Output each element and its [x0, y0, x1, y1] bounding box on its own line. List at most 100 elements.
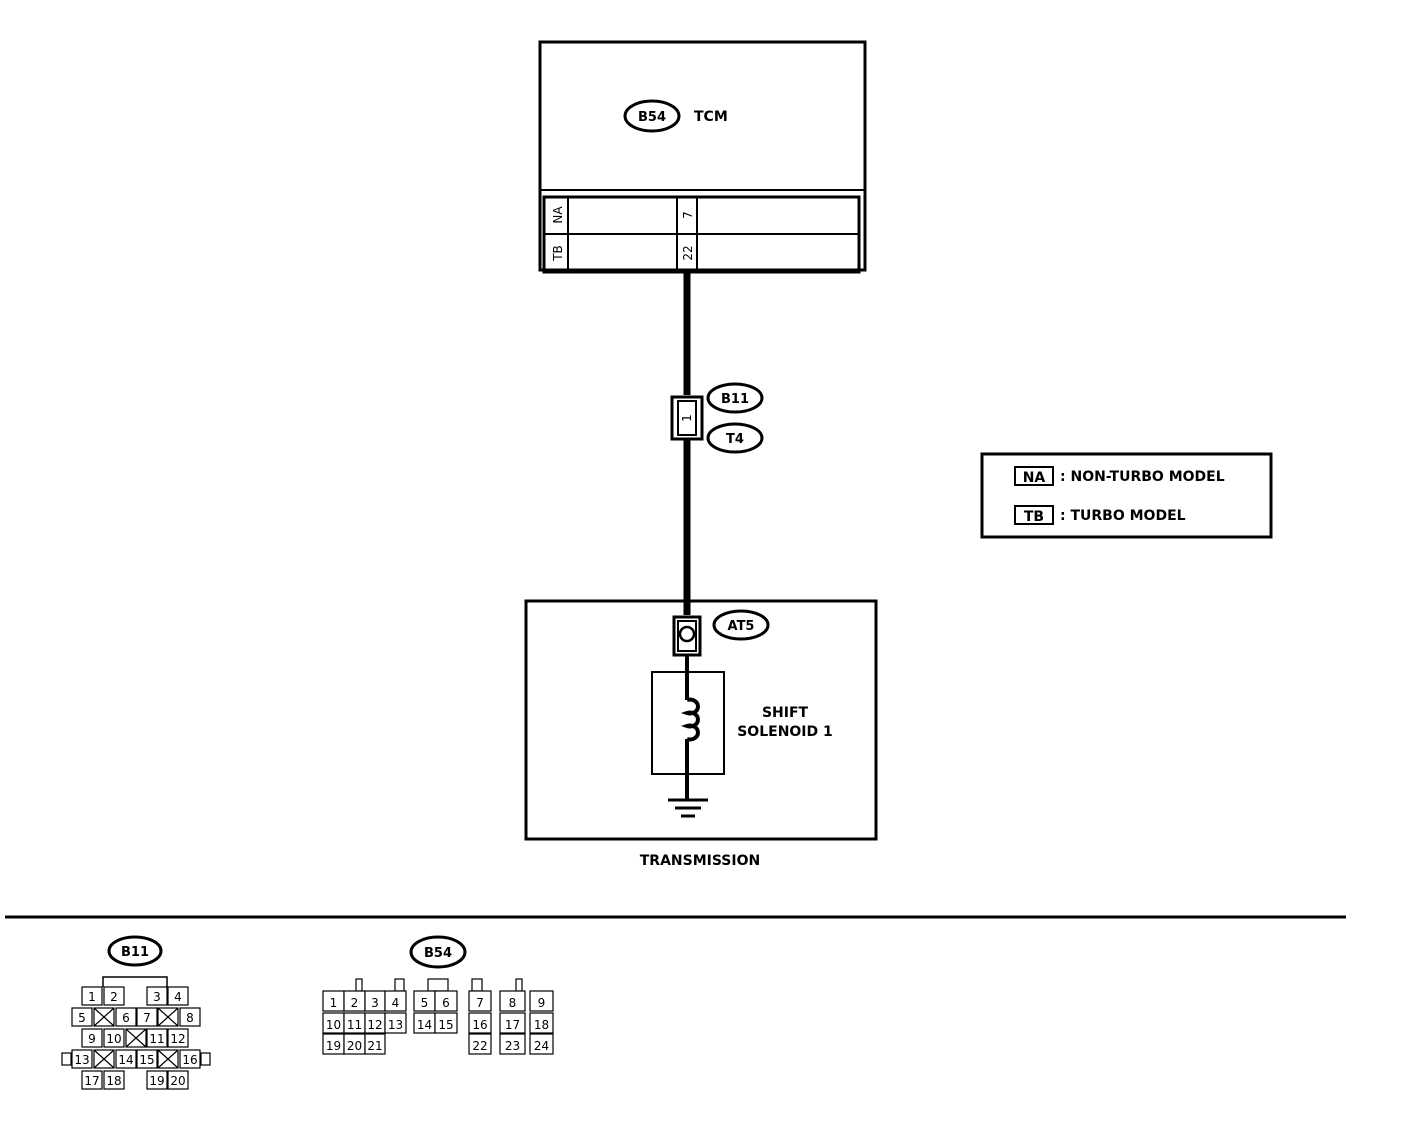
b11-pin: 18 — [103, 1070, 125, 1090]
svg-text:13: 13 — [74, 1053, 89, 1067]
b54-pin: 22 — [468, 1033, 492, 1055]
svg-text:18: 18 — [534, 1018, 549, 1032]
row-tb-model: TB — [551, 245, 565, 262]
svg-text:11: 11 — [347, 1018, 362, 1032]
svg-text:8: 8 — [509, 996, 517, 1010]
b11-pin: 20 — [167, 1070, 189, 1090]
svg-text:15: 15 — [438, 1018, 453, 1032]
b54-pin: 4 — [384, 990, 407, 1012]
b54-pin: 1 — [322, 990, 345, 1012]
b54-pin: 20 — [343, 1033, 366, 1055]
b54-pin: 15 — [434, 1012, 458, 1034]
legend-tb-text: : TURBO MODEL — [1060, 508, 1186, 524]
b11-pin: 4 — [167, 986, 189, 1006]
svg-text:6: 6 — [122, 1011, 130, 1025]
b54-pin: 10 — [322, 1012, 345, 1034]
b11-pin: 3 — [146, 986, 168, 1006]
svg-text:5: 5 — [78, 1011, 86, 1025]
svg-text:16: 16 — [182, 1053, 197, 1067]
b54-pin: 24 — [529, 1033, 554, 1055]
svg-text:24: 24 — [534, 1039, 549, 1053]
tcm-name: TCM — [694, 109, 728, 125]
b11-wire-label: B11 — [721, 392, 749, 407]
b54-pin: 3 — [364, 990, 386, 1012]
svg-text:18: 18 — [106, 1074, 121, 1088]
tcm-connector-label: B54 — [638, 110, 666, 125]
legend: NA : NON-TURBO MODEL TB : TURBO MODEL — [980, 452, 1273, 539]
row-na-pin: 7 — [681, 211, 695, 219]
svg-text:19: 19 — [326, 1039, 341, 1053]
svg-text:23: 23 — [505, 1039, 520, 1053]
svg-text:1: 1 — [330, 996, 338, 1010]
svg-text:9: 9 — [88, 1032, 96, 1046]
b54-pin: 12 — [364, 1012, 386, 1034]
legend-na-text: : NON-TURBO MODEL — [1060, 469, 1225, 485]
b54-oval — [623, 99, 681, 133]
svg-text:16: 16 — [472, 1018, 487, 1032]
transmission-box: AT5 SHIFT SOLENOID 1 — [524, 599, 878, 841]
svg-text:17: 17 — [505, 1018, 520, 1032]
b54-pin: 6 — [434, 990, 458, 1012]
svg-text:2: 2 — [110, 990, 118, 1004]
row-na-model: NA — [551, 206, 565, 224]
svg-text:20: 20 — [347, 1039, 362, 1053]
svg-text:21: 21 — [367, 1039, 382, 1053]
transmission-label: TRANSMISSION — [640, 853, 760, 869]
b11-pin: 19 — [146, 1070, 168, 1090]
svg-text:13: 13 — [388, 1018, 403, 1032]
svg-text:20: 20 — [170, 1074, 185, 1088]
legend-na-code: NA — [1023, 470, 1046, 486]
solenoid-coil-icon — [680, 697, 700, 742]
b54-pin: 14 — [413, 1012, 436, 1034]
blank-cavity — [157, 1049, 179, 1069]
b11-pin: 1 — [81, 986, 103, 1006]
tcm-module: B54 TCM NA 7 TB 22 — [538, 40, 867, 274]
svg-text:2: 2 — [351, 996, 359, 1010]
b54-pin: 8 — [499, 990, 526, 1012]
b54-pin: 11 — [343, 1012, 366, 1034]
b11-view-label: B11 — [121, 945, 149, 960]
solenoid-label-1: SHIFT — [762, 705, 809, 721]
svg-text:15: 15 — [139, 1053, 154, 1067]
b54-pin: 13 — [384, 1012, 407, 1034]
svg-text:4: 4 — [392, 996, 400, 1010]
blank-cavity — [157, 1007, 179, 1027]
svg-text:10: 10 — [326, 1018, 341, 1032]
b11-pin: 7 — [136, 1007, 158, 1027]
svg-text:4: 4 — [174, 990, 182, 1004]
b54-pin: 18 — [529, 1012, 554, 1034]
svg-text:6: 6 — [442, 996, 450, 1010]
svg-text:17: 17 — [84, 1074, 99, 1088]
b54-pin: 9 — [529, 990, 554, 1012]
inline-pin: 1 — [680, 414, 694, 422]
b54-pin: 5 — [413, 990, 436, 1012]
b54-pin: 2 — [343, 990, 366, 1012]
svg-text:1: 1 — [88, 990, 96, 1004]
b54-pin: 23 — [499, 1033, 526, 1055]
blank-cavity — [125, 1028, 147, 1048]
svg-text:19: 19 — [149, 1074, 164, 1088]
at5-label: AT5 — [728, 619, 755, 634]
row-tb-pin: 22 — [681, 245, 695, 260]
svg-text:10: 10 — [106, 1032, 121, 1046]
svg-text:11: 11 — [149, 1032, 164, 1046]
legend-tb-code: TB — [1024, 509, 1044, 525]
ground-icon — [668, 798, 708, 818]
b11-pin: 10 — [103, 1028, 125, 1048]
b11-pin: 14 — [115, 1049, 137, 1069]
b11-pin: 17 — [81, 1070, 103, 1090]
b11-pin: 12 — [167, 1028, 189, 1048]
b54-pin: 16 — [468, 1012, 492, 1034]
b11-pin: 5 — [71, 1007, 93, 1027]
b11-pin: 16 — [179, 1049, 201, 1069]
blank-cavity — [93, 1007, 115, 1027]
svg-text:12: 12 — [170, 1032, 185, 1046]
solenoid-label-2: SOLENOID 1 — [737, 724, 833, 740]
svg-text:12: 12 — [367, 1018, 382, 1032]
b11-pin: 15 — [136, 1049, 158, 1069]
b11-pin: 13 — [71, 1049, 93, 1069]
inline-connector: 1 B11 T4 — [670, 382, 764, 454]
